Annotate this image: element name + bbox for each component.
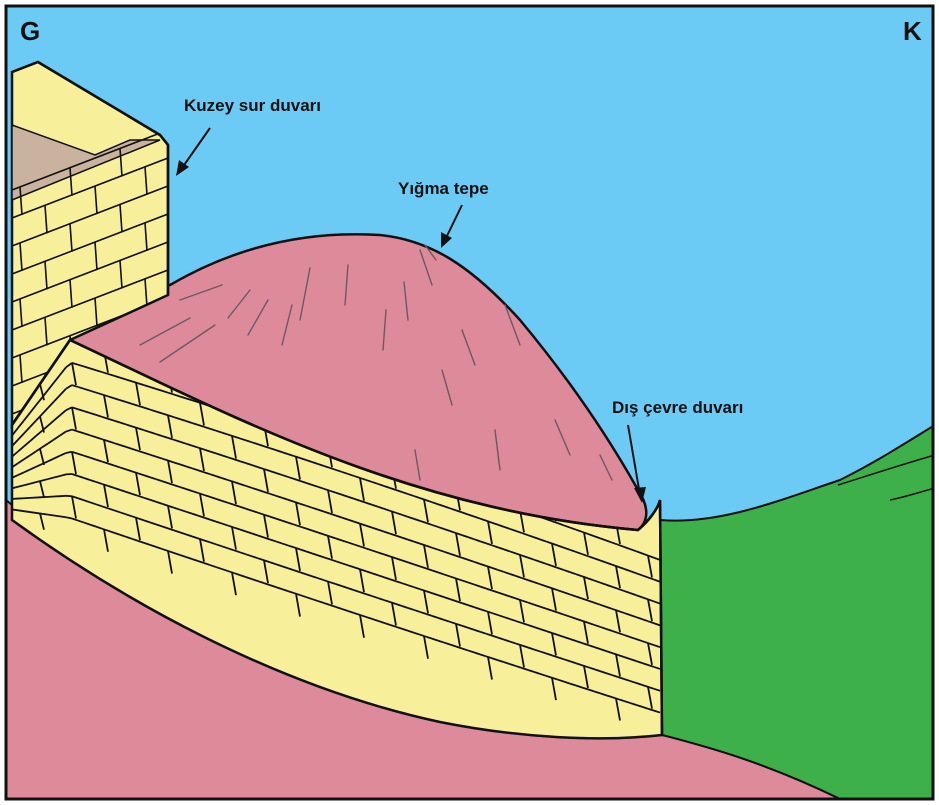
brick-joint	[60, 516, 66, 517]
brick-joint	[66, 452, 72, 453]
brick-joint	[24, 511, 30, 512]
brick-joint	[36, 513, 42, 514]
label-outer-wall: Dış çevre duvarı	[612, 398, 743, 417]
brick-joint	[48, 515, 54, 516]
brick-joint	[30, 512, 36, 513]
brick-joint	[66, 517, 72, 518]
corner-label-left: G	[20, 16, 40, 46]
brick-joint	[18, 510, 24, 511]
brick-joint	[12, 509, 18, 510]
brick-joint	[42, 514, 48, 515]
label-mound: Yığma tepe	[398, 179, 489, 198]
label-north-wall: Kuzey sur duvarı	[184, 96, 321, 115]
corner-label-right: K	[903, 16, 922, 46]
brick-joint	[54, 516, 60, 517]
